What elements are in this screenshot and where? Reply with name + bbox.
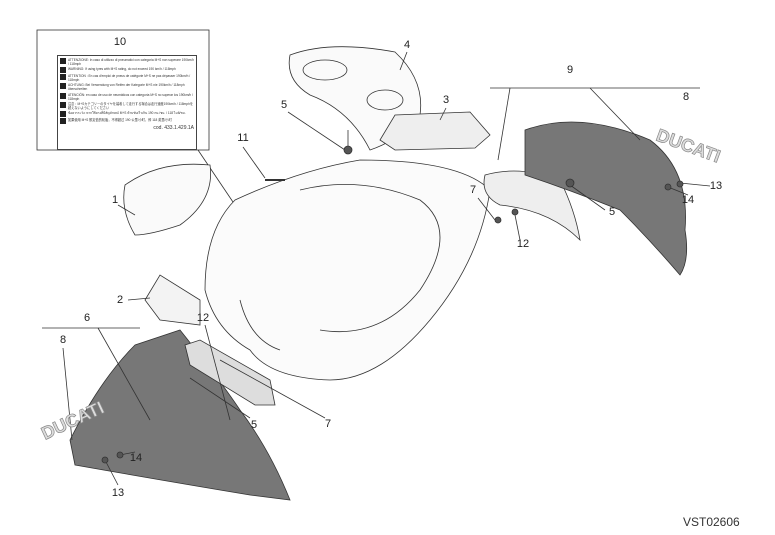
- callout-11: 11: [237, 132, 249, 144]
- callout-6: 6: [83, 312, 91, 324]
- callout-5: 5: [608, 206, 616, 218]
- callout-7: 7: [469, 184, 477, 196]
- part-fuel-tank: [204, 159, 491, 381]
- warning-icon: [60, 74, 66, 81]
- warning-icon: [60, 117, 66, 124]
- part-3-grille: [379, 111, 491, 151]
- callout-5: 5: [280, 99, 288, 111]
- callout-10: 10: [113, 36, 127, 48]
- callout-12: 12: [196, 312, 210, 324]
- warning-icon: [60, 83, 66, 90]
- callout-5: 5: [250, 419, 258, 431]
- drawing-code: VST02606: [683, 515, 740, 529]
- warning-icon: [60, 92, 66, 99]
- callout-9: 9: [566, 64, 574, 76]
- callout-2: 2: [116, 294, 124, 306]
- callout-7: 7: [324, 418, 332, 430]
- callout-13: 13: [111, 487, 125, 499]
- label-callout-frame: [36, 29, 210, 151]
- warning-icon: [60, 101, 66, 108]
- callout-8: 8: [682, 91, 690, 103]
- warning-icon: [60, 58, 66, 64]
- warning-label-10: ATTENZIONE: In caso di utilizzo di pneum…: [57, 55, 197, 150]
- callout-14: 14: [681, 194, 695, 206]
- callout-3: 3: [442, 94, 450, 106]
- part-6-side-fairing: [69, 329, 291, 501]
- warning-icon: [60, 110, 66, 117]
- callout-13: 13: [709, 180, 723, 192]
- part-1-cover: [123, 163, 212, 236]
- callout-4: 4: [403, 39, 411, 51]
- callout-8: 8: [59, 334, 67, 346]
- part-2-panel: [144, 274, 201, 326]
- callout-1: 1: [111, 194, 119, 206]
- callout-14: 14: [129, 452, 143, 464]
- part-8-side-fairing: [524, 121, 688, 276]
- warning-icon: [60, 67, 66, 74]
- callout-12: 12: [516, 238, 530, 250]
- label-code: cod. 433.1.429.1A: [153, 124, 194, 131]
